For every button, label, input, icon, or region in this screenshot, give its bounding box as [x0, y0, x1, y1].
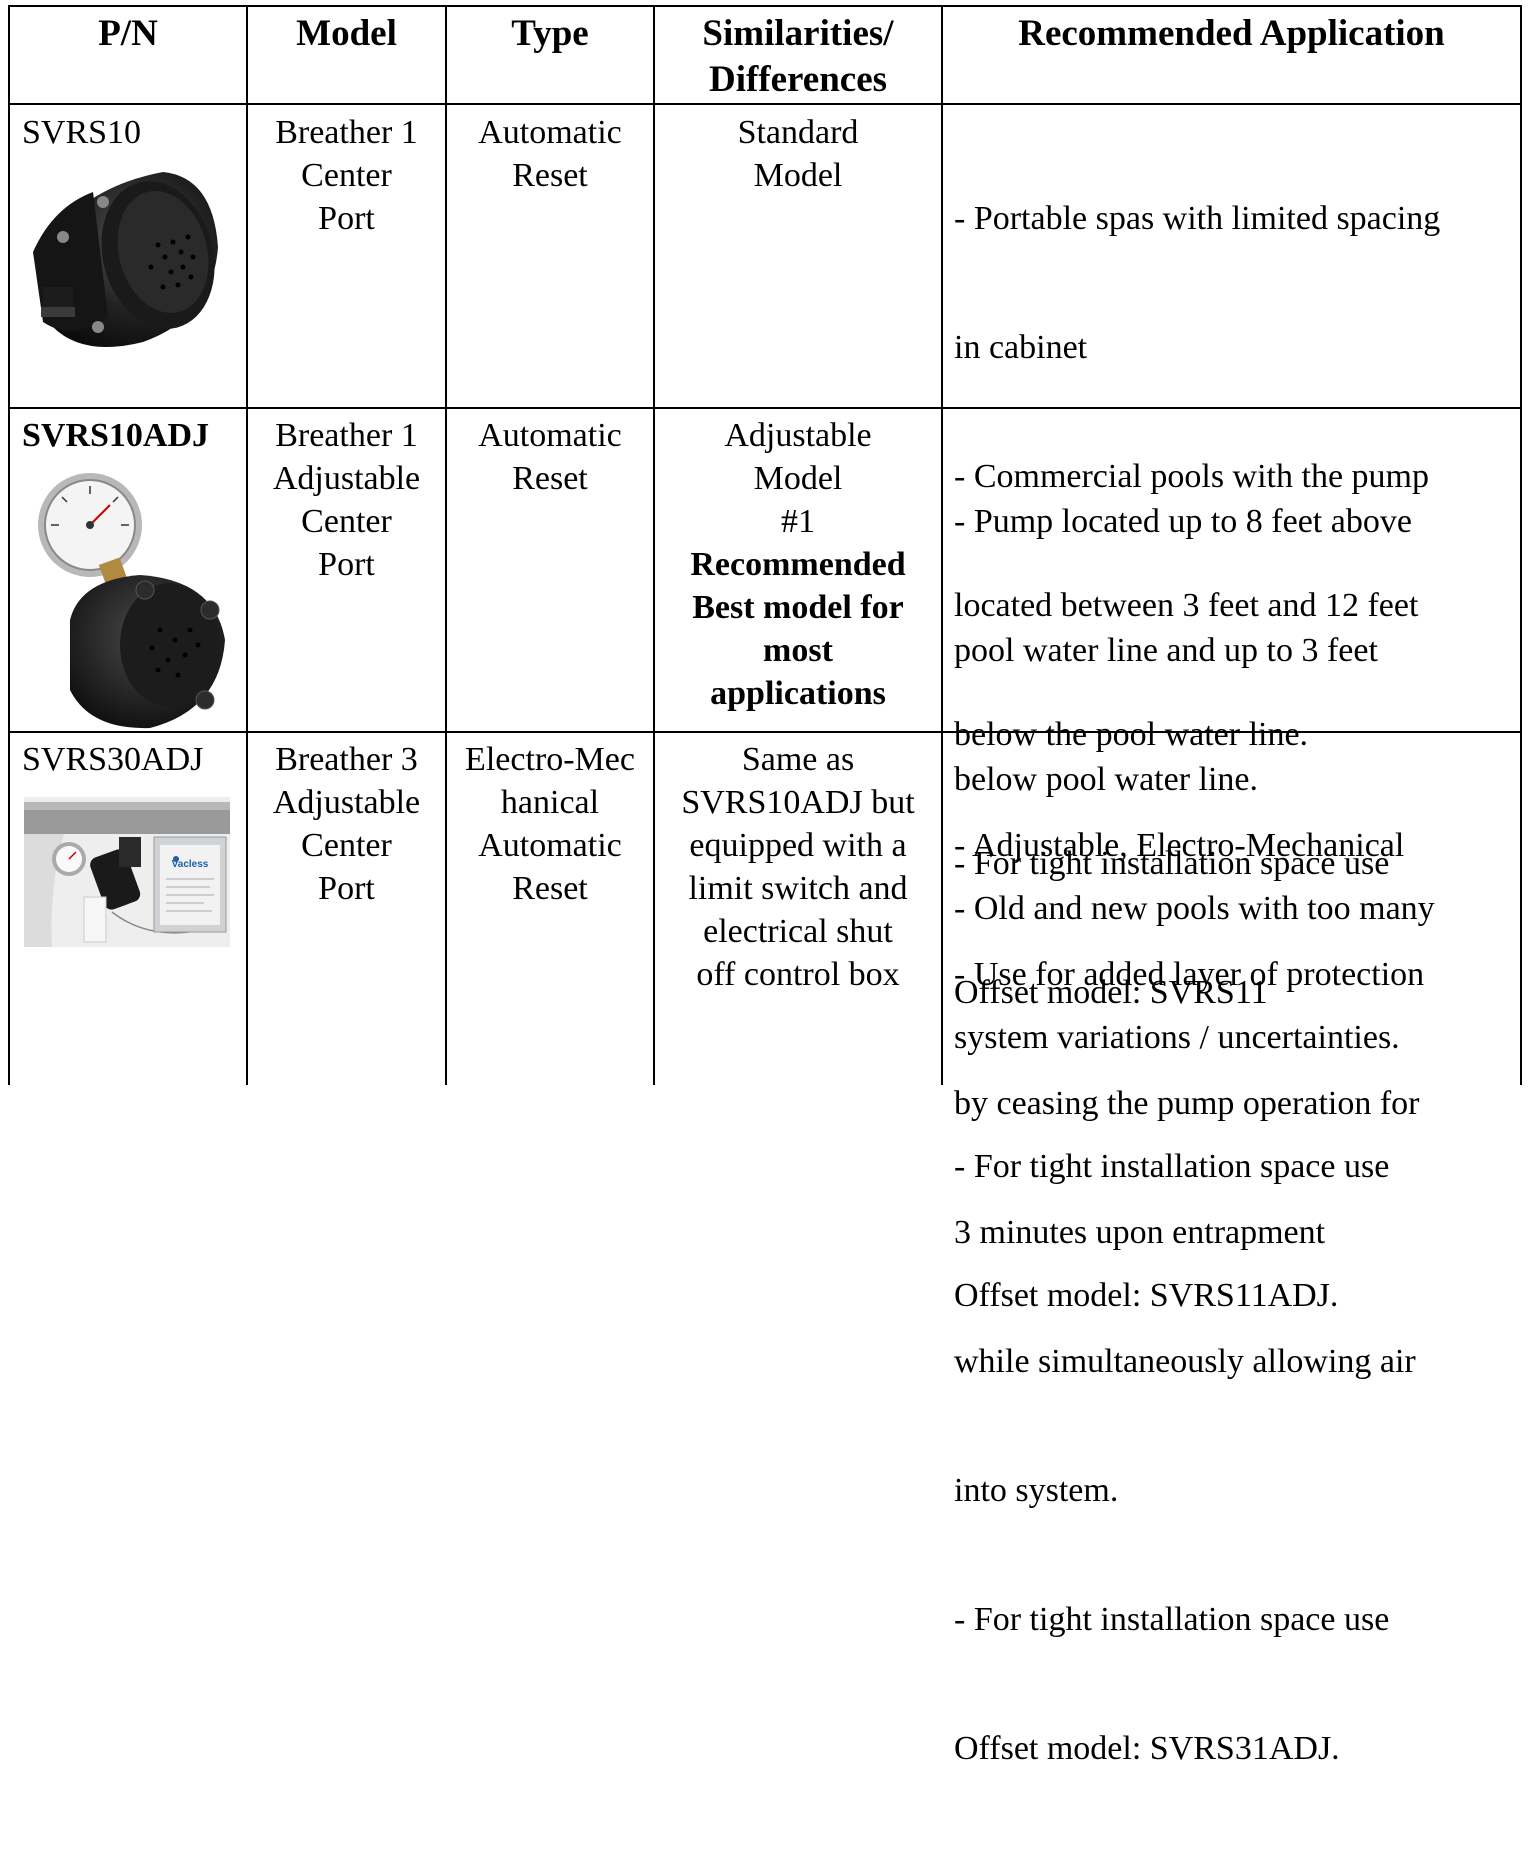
row3-application: - Adjustable, Electro-Mechanical - Use f…	[954, 827, 1425, 1767]
row3-type: Electro-Mec hanical Automatic Reset	[465, 741, 635, 907]
black-breather-valve-icon	[33, 172, 218, 347]
col-divider-1	[246, 5, 248, 1085]
row-divider-1	[8, 407, 1522, 409]
col-divider-3	[653, 5, 655, 1085]
row1-type: Automatic Reset	[478, 114, 622, 194]
row2-model: Breather 1 Adjustable Center Port	[272, 417, 421, 583]
row2-type: Automatic Reset	[478, 417, 622, 497]
header-similarities: Similarities/ Differences	[702, 13, 894, 100]
product-comparison-table: P/N Model Type Similarities/ Differences…	[8, 5, 1522, 1767]
row1-model: Breather 1 Center Port	[275, 114, 418, 237]
row2-pn: SVRS10ADJ	[22, 417, 210, 454]
row3-model: Breather 3 Adjustable Center Port	[272, 741, 421, 907]
header-model: Model	[296, 13, 397, 54]
row1-similarities: Standard Model	[737, 114, 859, 194]
table-border-top	[8, 5, 1522, 7]
gauge-breather-valve-icon	[38, 473, 225, 729]
col-divider-4	[941, 5, 943, 1085]
header-type: Type	[511, 13, 589, 54]
svrs30adj-product-photo: Vacless	[24, 797, 230, 947]
valve-control-box-icon: Vacless	[24, 797, 230, 947]
row1-pn: SVRS10	[22, 114, 142, 151]
col-divider-5	[1520, 5, 1522, 1085]
col-divider-0	[8, 5, 10, 1085]
row3-pn: SVRS30ADJ	[22, 741, 204, 778]
svrs10adj-product-photo	[30, 470, 230, 730]
svrs10-product-photo	[23, 167, 218, 362]
row3-similarities: Same as SVRS10ADJ but equipped with a li…	[681, 741, 915, 993]
row-divider-2	[8, 731, 1522, 733]
col-divider-2	[445, 5, 447, 1085]
header-pn: P/N	[98, 13, 158, 54]
row1-application: - Portable spas with limited spacing in …	[954, 200, 1441, 1011]
header-application: Recommended Application	[1018, 13, 1445, 54]
svg-text:Vacless: Vacless	[172, 859, 209, 870]
header-divider	[8, 103, 1522, 105]
row2-similarities: Adjustable Model #1 Recommended Best mod…	[690, 417, 906, 712]
